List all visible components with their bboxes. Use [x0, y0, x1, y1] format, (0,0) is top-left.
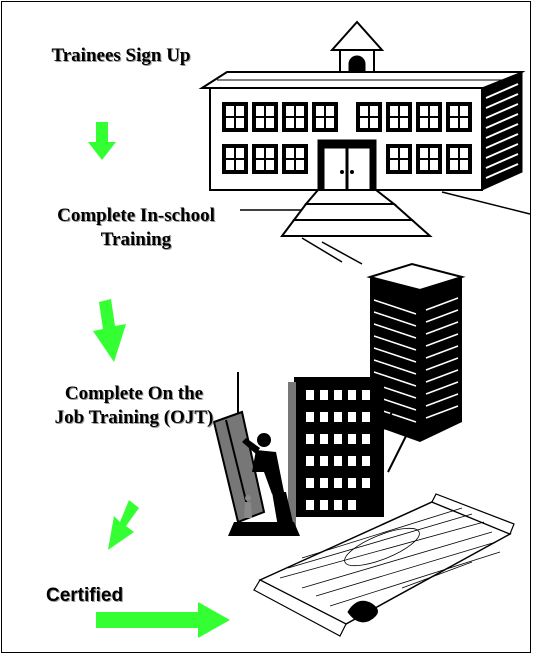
- construction-worker-icon: [212, 372, 384, 536]
- step-3-line-2: Job Training (OJT): [54, 407, 214, 428]
- step-3-line-1: Complete On the: [64, 383, 204, 404]
- step-2-line-1: Complete In-school: [57, 205, 215, 226]
- step-label-sign-up: Trainees Sign Up: [26, 44, 216, 68]
- school-building-icon: [198, 20, 531, 265]
- flow-arrow-4: [96, 602, 230, 638]
- step-label-certified: Certified: [46, 584, 166, 608]
- step-4-line-1: Certified: [46, 585, 124, 606]
- flow-arrow-2: [93, 299, 126, 362]
- step-label-ojt: Complete On the Job Training (OJT): [30, 382, 238, 430]
- step-label-in-school-training: Complete In-school Training: [18, 204, 254, 252]
- certificate-icon: [253, 493, 515, 637]
- flow-arrow-3: [108, 500, 139, 550]
- step-2-line-2: Training: [100, 229, 172, 250]
- step-1-line-1: Trainees Sign Up: [51, 45, 191, 66]
- office-tower-icon: [321, 262, 466, 473]
- flow-arrow-1: [88, 122, 116, 160]
